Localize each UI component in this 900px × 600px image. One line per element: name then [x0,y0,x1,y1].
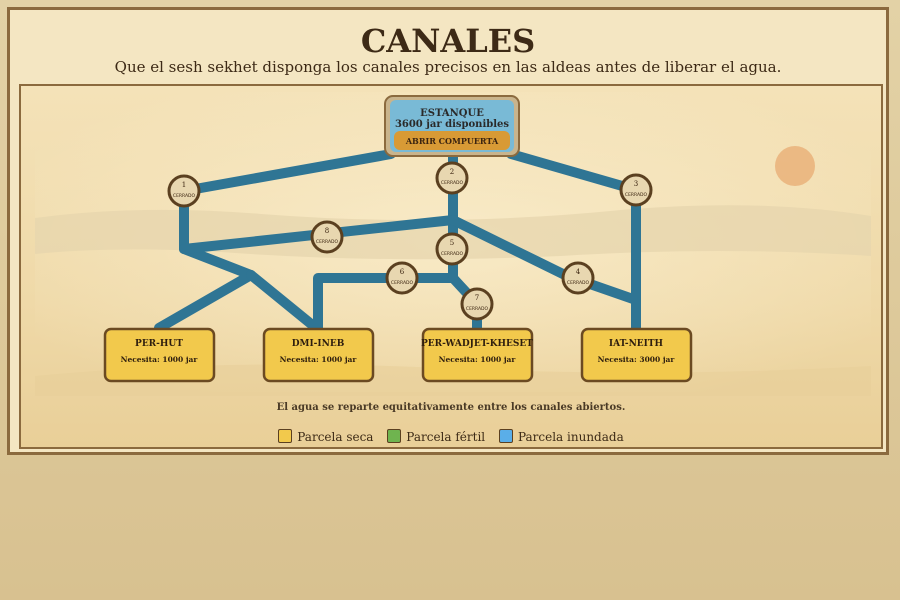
village-iat-neith-need: Necesita: 3000 jar [598,355,676,364]
legend-label-dry: Parcela seca [297,430,374,444]
village-iat-neith-name: IAT-NEITH [609,339,664,349]
legend-item-dry: Parcela seca [278,429,373,444]
open-gate-button-bg[interactable] [394,131,510,150]
gate-3-valve[interactable] [619,173,653,207]
village-per-wadjet-kheset-plot [421,327,534,383]
gate-8[interactable]: 8 CERRADO [310,220,344,254]
gate-2-status: CERRADO [441,180,464,186]
gate-1-valve[interactable] [167,174,201,208]
page-title: CANALES [360,22,536,60]
canal-board: ESTANQUE 3600 jar disponibles ABRIR COMP… [19,84,883,449]
gate-5[interactable]: 5 CERRADO [435,232,469,266]
gate-6[interactable]: 6 CERRADO [385,261,419,295]
gate-4-valve[interactable] [561,261,595,295]
village-per-hut: PER-HUT Necesita: 1000 jar [103,327,216,383]
gate-4-status: CERRADO [567,280,590,286]
game-frame: CANALES Que el sesh sekhet disponga los … [7,7,889,455]
gate-1-number: 1 [182,181,186,189]
page-subtitle: Que el sesh sekhet disponga los canales … [114,58,782,76]
legend-item-flooded: Parcela inundada [498,429,624,444]
gate-7-valve[interactable] [460,287,494,321]
legend: Parcela seca Parcela fértil Parcela inun… [21,429,881,444]
gate-3-number: 3 [634,180,638,188]
village-per-hut-name: PER-HUT [135,339,183,349]
legend-swatch-dry [278,429,293,443]
gate-8-number: 8 [325,227,329,235]
gate-6-number: 6 [400,268,405,276]
legend-swatch-flooded [498,429,513,443]
village-per-hut-need: Necesita: 1000 jar [121,355,199,364]
gate-8-status: CERRADO [316,239,339,245]
gate-5-valve[interactable] [435,232,469,266]
village-per-wadjet-kheset-name: PER-WADJET-KHESET [421,339,533,349]
pond-name: ESTANQUE [420,108,484,119]
open-gate-label[interactable]: ABRIR COMPUERTA [405,136,499,146]
canal-map: ESTANQUE 3600 jar disponibles ABRIR COMP… [35,92,871,396]
canal-dmi-ineb-west [246,270,321,333]
pond-available: 3600 jar disponibles [395,119,509,130]
gate-5-status: CERRADO [441,251,464,257]
gate-3-status: CERRADO [625,192,648,198]
gate-7-number: 7 [475,294,479,302]
gate-1[interactable]: 1 CERRADO [167,174,201,208]
pond: ESTANQUE 3600 jar disponibles ABRIR COMP… [384,95,520,157]
legend-label-fertile: Parcela fértil [406,430,486,444]
sun-icon [775,146,815,186]
village-dmi-ineb-plot [262,327,375,383]
gate-7[interactable]: 7 CERRADO [460,287,494,321]
village-iat-neith: IAT-NEITH Necesita: 3000 jar [580,327,693,383]
village-dmi-ineb-name: DMI-INEB [292,339,345,349]
gate-2-valve[interactable] [435,161,469,195]
distribution-note: El agua se reparte equitativamente entre… [276,402,626,413]
village-per-wadjet-kheset-need: Necesita: 1000 jar [439,355,517,364]
village-dmi-ineb-need: Necesita: 1000 jar [280,355,358,364]
legend-swatch-fertile [387,429,402,443]
legend-label-flooded: Parcela inundada [517,430,624,444]
legend-item-fertile: Parcela fértil [387,429,485,444]
gate-2[interactable]: 2 CERRADO [435,161,469,195]
gate-6-status: CERRADO [391,280,414,286]
gate-2-number: 2 [450,168,454,176]
gate-4-number: 4 [576,268,581,276]
village-per-wadjet-kheset: PER-WADJET-KHESET Necesita: 1000 jar [421,327,534,383]
open-gate-button[interactable]: ABRIR COMPUERTA [394,131,510,150]
village-dmi-ineb: DMI-INEB Necesita: 1000 jar [262,327,375,383]
gate-7-status: CERRADO [466,306,489,312]
gate-4[interactable]: 4 CERRADO [561,261,595,295]
gate-3[interactable]: 3 CERRADO [619,173,653,207]
village-per-hut-plot [103,327,216,383]
village-iat-neith-plot [580,327,693,383]
gate-1-status: CERRADO [173,193,196,199]
gate-8-valve[interactable] [310,220,344,254]
gate-6-valve[interactable] [385,261,419,295]
gate-5-number: 5 [450,239,454,247]
